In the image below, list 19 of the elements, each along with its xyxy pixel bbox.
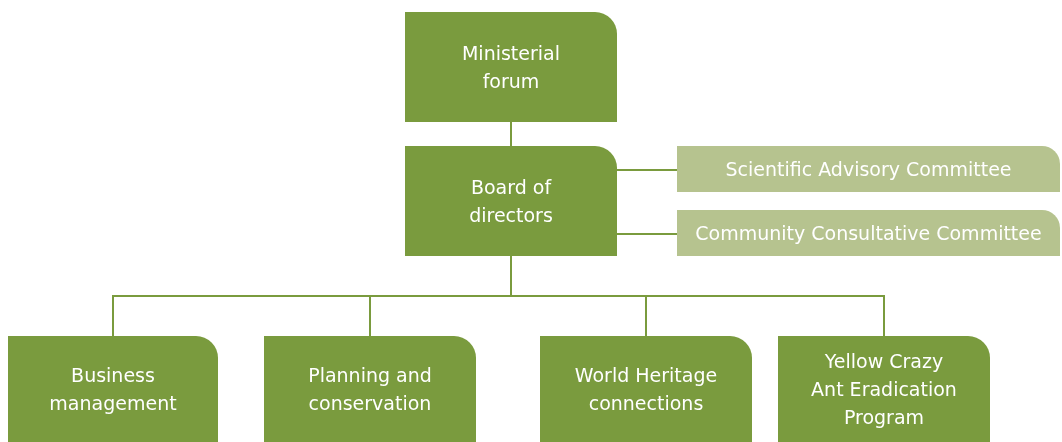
org-box	[264, 336, 476, 442]
box-label: Yellow Crazy Ant Eradication Program	[810, 349, 958, 430]
box-label: Planning and conservation	[307, 363, 433, 416]
org-box	[405, 12, 617, 122]
box-label: Business management	[48, 363, 178, 416]
committee-box	[677, 146, 1060, 192]
connector-line	[616, 169, 678, 171]
box-label: World Heritage connections	[573, 363, 719, 416]
committee-box	[677, 210, 1060, 256]
box-label: Ministerial forum	[460, 41, 561, 94]
org-box	[540, 336, 752, 442]
connector-line	[510, 121, 512, 147]
org-box	[8, 336, 218, 442]
box-label: Board of directors	[468, 175, 554, 228]
org-box	[778, 336, 990, 442]
connector-line	[616, 233, 678, 235]
box-label: Community Consultative Committee	[695, 221, 1042, 246]
org-box	[405, 146, 617, 256]
box-label: Scientific Advisory Committee	[725, 157, 1012, 182]
